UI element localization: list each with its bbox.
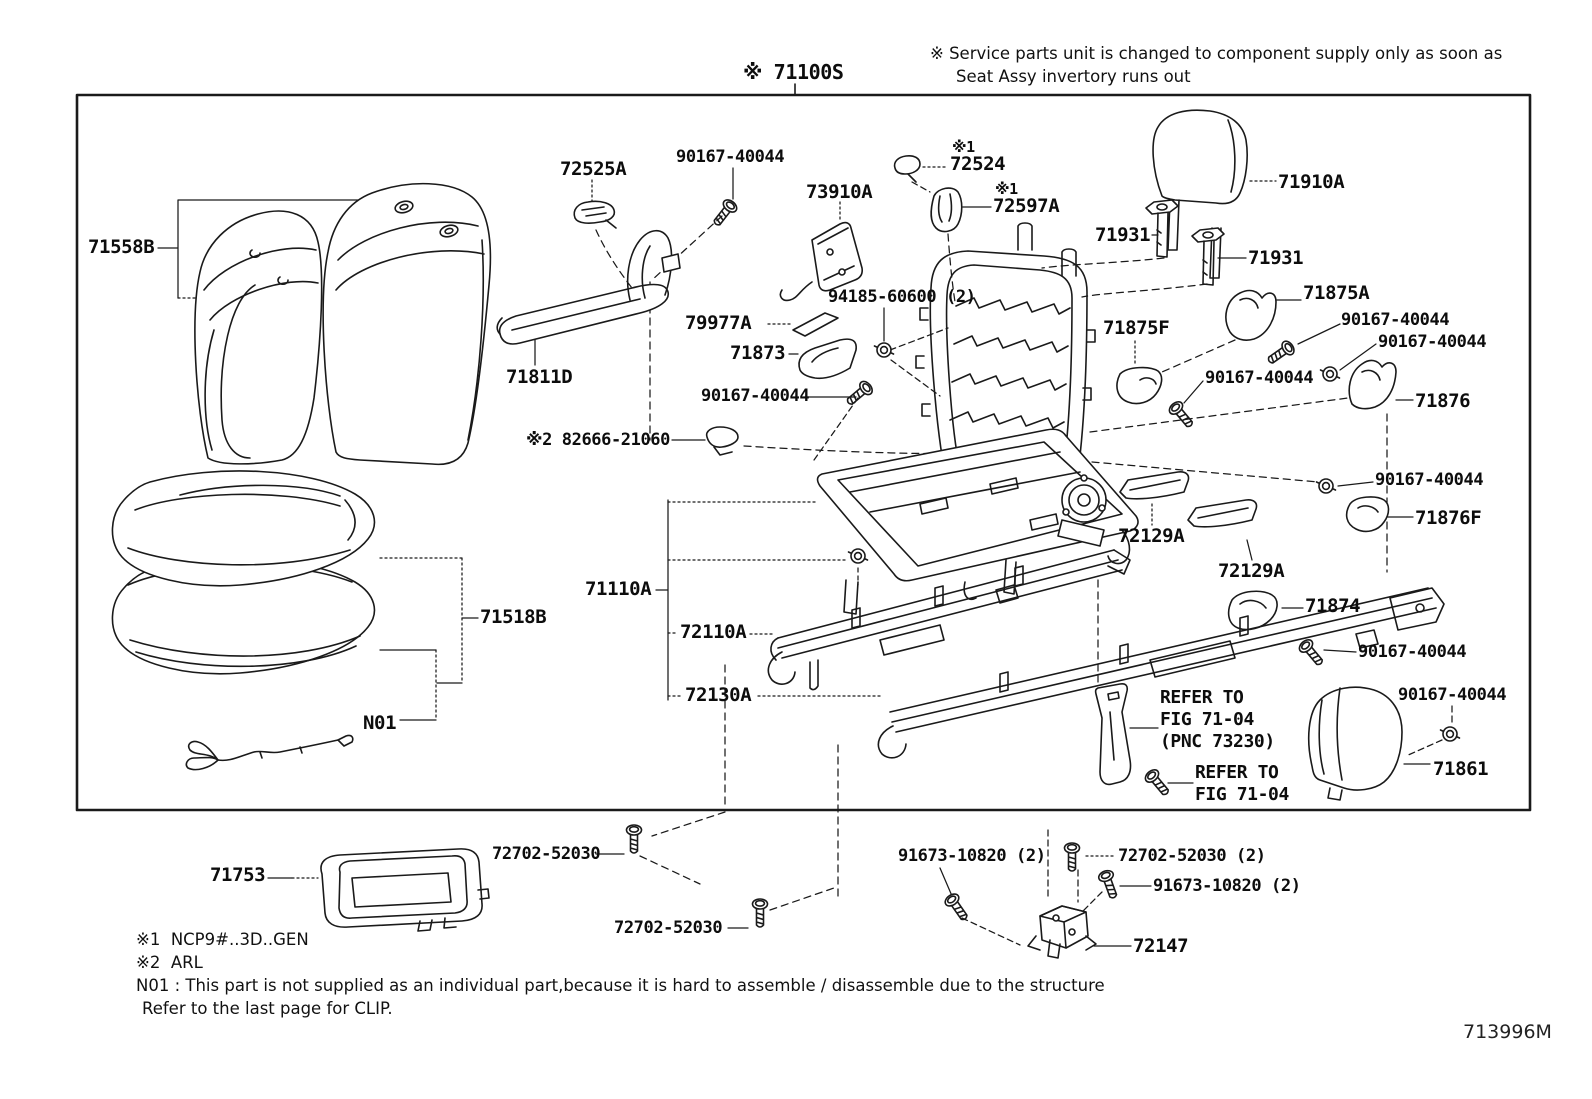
armrest-drawing: [496, 229, 681, 345]
service-note-line2: Seat Assy invertory runs out: [956, 67, 1191, 86]
part-label-79977A: 79977A: [685, 312, 752, 334]
recliner-bracket-drawing: [705, 312, 857, 456]
refer-note-a-line2: FIG 71-04: [1160, 709, 1254, 730]
part-label-90167-40044-1: 90167-40044: [676, 147, 785, 167]
part-label-71931-2: 71931: [1248, 247, 1304, 269]
ref-mark-1b: ※1: [995, 180, 1018, 198]
part-label-71876: 71876: [1415, 390, 1471, 412]
part-label-73910A: 73910A: [806, 181, 873, 203]
part-label-71558B: 71558B: [88, 236, 155, 258]
part-label-72129A-1: 72129A: [1118, 525, 1185, 547]
footnote-clip: Refer to the last page for CLIP.: [142, 999, 393, 1018]
part-label-90167-40044-7: 90167-40044: [1358, 642, 1467, 662]
part-label-71875A: 71875A: [1303, 282, 1370, 304]
part-label-71874: 71874: [1305, 595, 1361, 617]
part-label-90167-40044-8: 90167-40044: [1398, 685, 1507, 705]
part-label-91673-10820-2: 91673-10820 (2): [1153, 876, 1301, 896]
figure-code: 713996M: [1463, 1021, 1552, 1043]
refer-note-a-line3: (PNC 73230): [1160, 731, 1275, 752]
part-label-71811D: 71811D: [506, 366, 573, 388]
part-label-91673-10820-1: 91673-10820 (2): [898, 846, 1046, 866]
part-label-N01: N01: [363, 712, 397, 734]
part-label-90167-40044-4: 90167-40044: [1205, 368, 1314, 388]
part-label-71518B: 71518B: [480, 606, 547, 628]
part-label-71110A: 71110A: [585, 578, 652, 600]
assembly-code-label: ※ 71100S: [743, 60, 844, 84]
part-label-71910A: 71910A: [1278, 171, 1345, 193]
part-label-72524: 72524: [950, 153, 1006, 175]
footnote-n01: N01 : This part is not supplied as an in…: [136, 976, 1105, 995]
part-label-71875F: 71875F: [1103, 317, 1170, 339]
seatback-frame-drawing: [915, 222, 1096, 481]
hinge-covers-drawing: [1116, 289, 1397, 631]
part-label-90167-40044-5: 90167-40044: [701, 386, 810, 406]
part-label-72147: 72147: [1133, 935, 1189, 957]
part-label-71753: 71753: [210, 864, 266, 886]
service-note-line1: ※ Service parts unit is changed to compo…: [930, 44, 1503, 63]
track-bracket-drawing: [1027, 905, 1097, 959]
part-label-71861: 71861: [1433, 758, 1489, 780]
headrest-support-drawing: [1145, 199, 1225, 286]
part-label-94185-60600: 94185-60600 (2): [828, 287, 976, 307]
seat-cushion-covers-drawing: [111, 470, 376, 675]
part-label-72110A: 72110A: [680, 621, 747, 643]
part-label-71931-1: 71931: [1095, 224, 1151, 246]
cushion-shield-drawing: [1307, 686, 1403, 801]
part-label-90167-40044-3: 90167-40044: [1378, 332, 1487, 352]
part-label-71876F: 71876F: [1415, 507, 1482, 529]
hook-clip-drawing: [573, 200, 617, 229]
wire-harness-drawing: [185, 734, 354, 771]
cushion-frame-drawing: [816, 428, 1139, 615]
seat-undertray-drawing: [320, 848, 490, 932]
footnote-ref2: ※2 ARL: [136, 953, 203, 972]
refer-note-b-line2: FIG 71-04: [1195, 784, 1289, 805]
diagram-border: [75, 93, 1532, 812]
part-label-72597A: 72597A: [993, 195, 1060, 217]
belt-buckle-drawing: [1094, 683, 1132, 786]
refer-note-a-line1: REFER TO: [1160, 687, 1244, 708]
part-label-90167-40044-2: 90167-40044: [1341, 310, 1450, 330]
fastener-screws: [625, 196, 1461, 928]
leader-lines: [157, 166, 1453, 947]
ref-mark-1a: ※1: [952, 138, 975, 156]
bezel-drawing: [893, 155, 963, 233]
part-label-72702-52030-1: 72702-52030: [492, 844, 601, 864]
part-label-72525A: 72525A: [560, 158, 627, 180]
footnote-ref1: ※1 NCP9#..3D..GEN: [136, 930, 309, 949]
part-label-90167-40044-6: 90167-40044: [1375, 470, 1484, 490]
side-shield-drawing: [779, 221, 863, 302]
seat-track-inner-drawing: [767, 549, 1131, 691]
part-label-72702-52030-3: 72702-52030 (2): [1118, 846, 1266, 866]
part-label-72129A-2: 72129A: [1218, 560, 1285, 582]
seat-back-covers-drawing: [194, 182, 492, 466]
headrest-drawing: [1152, 109, 1248, 279]
part-label-82666-21060: ※2 82666-21060: [526, 430, 670, 450]
refer-note-b-line1: REFER TO: [1195, 762, 1279, 783]
seat-track-outer-drawing: [877, 587, 1445, 759]
part-label-72702-52030-2: 72702-52030: [614, 918, 723, 938]
part-label-72130A: 72130A: [685, 684, 752, 706]
part-label-71873: 71873: [730, 342, 786, 364]
